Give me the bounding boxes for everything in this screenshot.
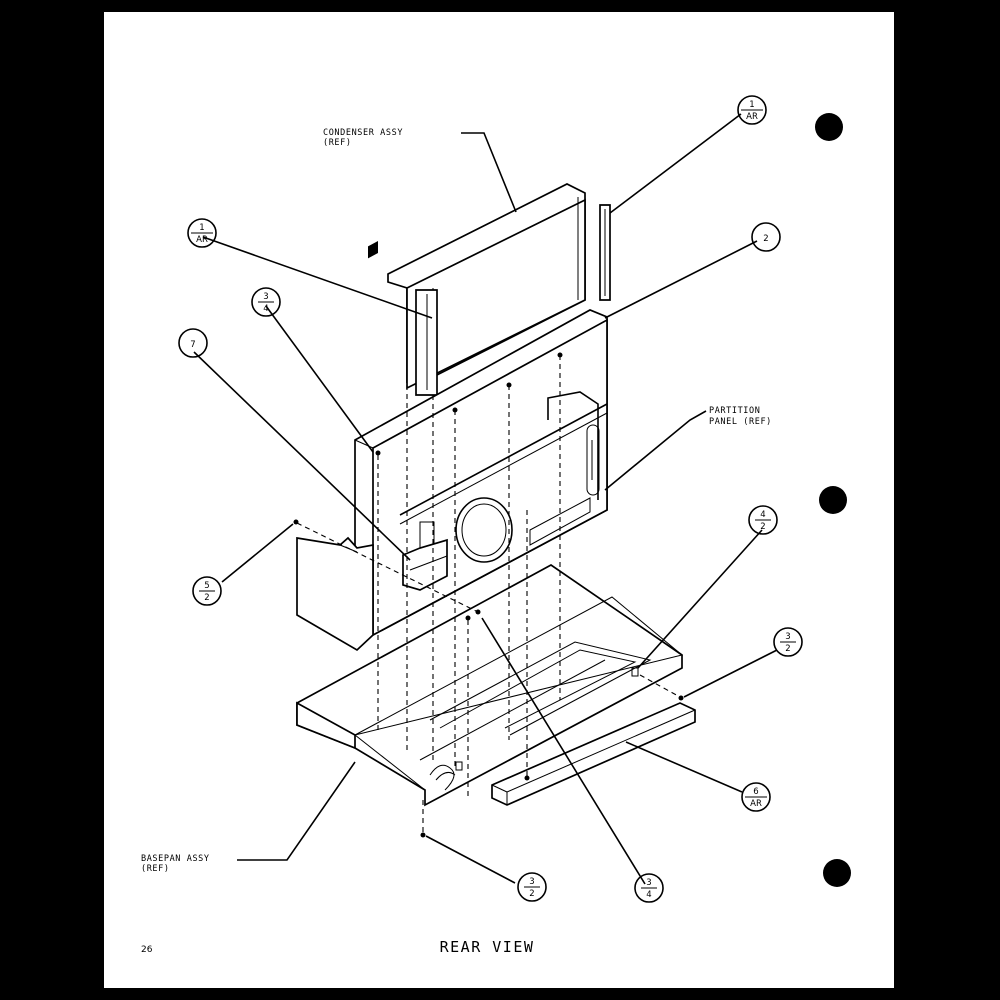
page-number: 26: [141, 945, 153, 955]
svg-text:3: 3: [263, 292, 268, 302]
callout-6-ar: 6 AR: [741, 782, 771, 812]
view-title: REAR VIEW: [440, 938, 535, 956]
svg-text:3: 3: [646, 878, 651, 888]
callout-4-2: 4 2: [748, 505, 778, 535]
svg-text:AR: AR: [196, 235, 208, 245]
leader-lines: [193, 113, 778, 885]
svg-text:2: 2: [760, 522, 765, 532]
front-rail: [491, 702, 696, 806]
callout-5-2: 5 2: [192, 576, 222, 606]
basepan-assembly: [296, 564, 684, 807]
svg-text:1: 1: [199, 223, 204, 233]
callout-2: 2: [751, 222, 781, 252]
svg-text:6: 6: [753, 787, 758, 797]
svg-text:3: 3: [529, 877, 534, 887]
callout-1-ar-left: 1 AR: [187, 218, 217, 248]
callout-3-4-bottom: 3 4: [634, 873, 664, 903]
svg-text:4: 4: [760, 510, 765, 520]
label-condenser-assy: CONDENSER ASSY: [323, 128, 403, 138]
svg-text:2: 2: [529, 889, 534, 899]
callout-1-ar-top: 1 AR: [737, 95, 767, 125]
callout-3-4-upper: 3 4: [251, 287, 281, 317]
callout-7: 7: [178, 328, 208, 358]
label-basepan-assy: BASEPAN ASSY: [141, 854, 210, 864]
svg-text:2: 2: [204, 593, 209, 603]
label-basepan-ref: (REF): [141, 864, 170, 874]
svg-text:5: 5: [204, 581, 209, 591]
callout-3-2-right: 3 2: [773, 627, 803, 657]
svg-text:1: 1: [749, 100, 754, 110]
binder-hole-middle: [819, 486, 847, 514]
left-shroud: [296, 536, 448, 652]
svg-text:4: 4: [646, 890, 651, 900]
assembly-lines: [293, 352, 684, 838]
svg-text:2: 2: [763, 234, 768, 244]
callout-3-2-bottom: 3 2: [517, 872, 547, 902]
svg-text:4: 4: [263, 304, 268, 314]
svg-text:AR: AR: [750, 799, 762, 809]
condenser-assembly: [387, 183, 611, 396]
label-partition-panel-ref: PANEL (REF): [709, 417, 772, 427]
svg-text:2: 2: [785, 644, 790, 654]
svg-text:7: 7: [190, 340, 195, 350]
svg-text:AR: AR: [746, 112, 758, 122]
label-condenser-ref: (REF): [323, 138, 352, 148]
binder-hole-bottom: [823, 859, 851, 887]
svg-text:3: 3: [785, 632, 790, 642]
binder-hole-top: [815, 113, 843, 141]
label-partition: PARTITION: [709, 406, 760, 416]
